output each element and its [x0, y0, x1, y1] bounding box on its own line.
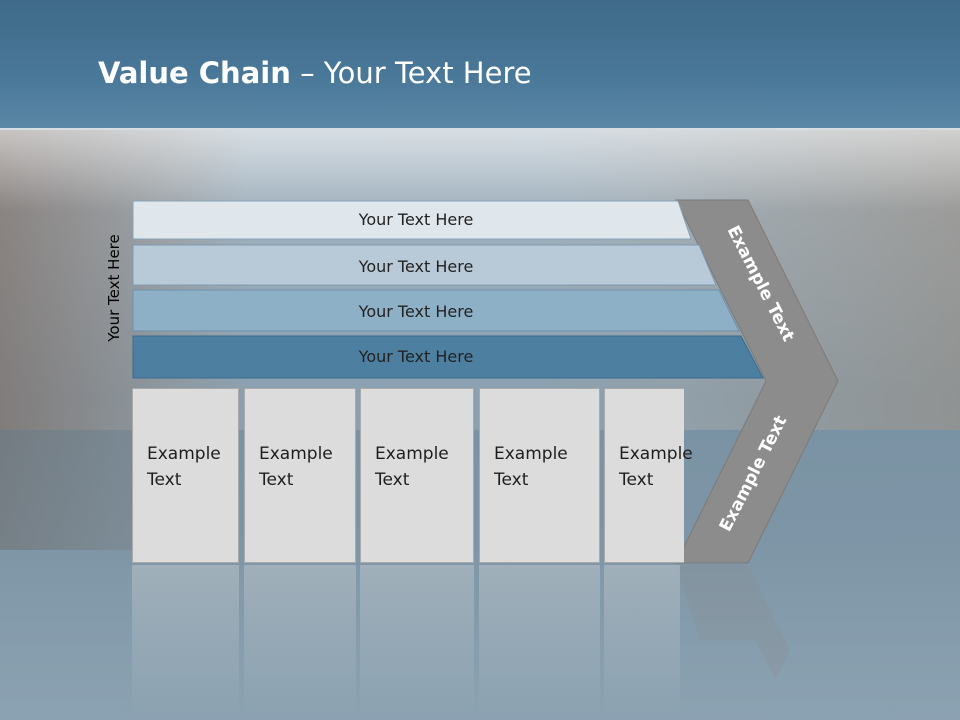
title-rest: – Your Text Here [290, 56, 532, 90]
example-card-5[interactable]: Example Text [604, 388, 693, 563]
card-2-reflection [244, 565, 356, 720]
card-5-line2: Text [619, 470, 654, 490]
card-4-line2: Text [494, 470, 529, 490]
card-3-line1: Example [375, 444, 449, 464]
example-card-1[interactable]: Example Text [132, 388, 239, 563]
card-5-line1: Example [619, 444, 693, 464]
card-4-reflection [479, 565, 600, 720]
card-2-line2: Text [259, 470, 294, 490]
example-card-2[interactable]: Example Text [244, 388, 356, 563]
card-3-reflection [360, 565, 474, 720]
example-card-3[interactable]: Example Text [360, 388, 474, 563]
card-1-reflection [132, 565, 239, 720]
bar-1[interactable] [132, 200, 692, 240]
chevron-reflection [676, 565, 790, 680]
bar-2-label: Your Text Here [358, 257, 474, 276]
bar-2[interactable] [132, 244, 717, 286]
bar-1-label: Your Text Here [358, 210, 474, 229]
card-5-reflection [604, 565, 680, 720]
bar-3[interactable] [132, 289, 740, 332]
card-1-line1: Example [147, 444, 221, 464]
card-3-line2: Text [375, 470, 410, 490]
bar-4[interactable] [132, 335, 764, 379]
card-4-line1: Example [494, 444, 568, 464]
bar-3-label: Your Text Here [358, 302, 474, 321]
card-2-line1: Example [259, 444, 333, 464]
bar-4-label: Your Text Here [358, 347, 474, 366]
haze [0, 120, 960, 210]
chevron-arrow[interactable] [675, 199, 839, 564]
title-bold: Value Chain [98, 56, 291, 90]
slide-title[interactable]: Value Chain – Your Text Here [98, 56, 532, 90]
title-banner [0, 0, 960, 128]
example-card-4[interactable]: Example Text [479, 388, 600, 563]
card-1-line2: Text [147, 470, 182, 490]
